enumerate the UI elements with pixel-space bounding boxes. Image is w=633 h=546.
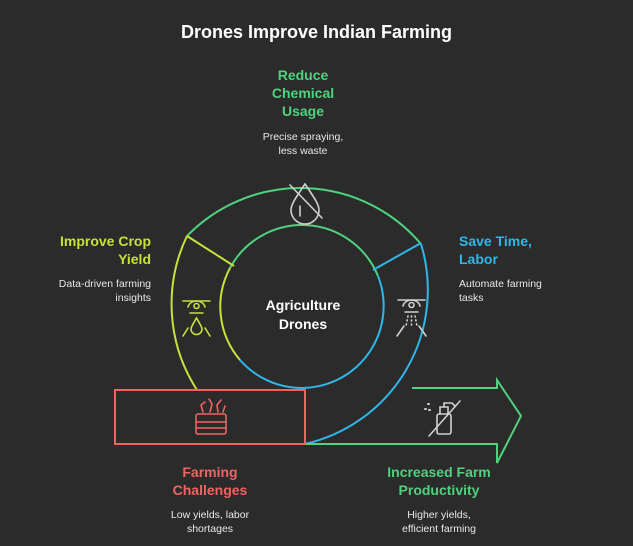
description-line: insights xyxy=(115,292,151,304)
damaged-crop-crate-icon xyxy=(195,398,227,435)
description-line: tasks xyxy=(459,292,484,304)
center-label: Agriculture Drones xyxy=(243,296,363,334)
description-line: shortages xyxy=(186,523,234,535)
productivity-title: Increased Farm Productivity xyxy=(369,463,509,499)
title-line: Yield xyxy=(118,251,151,267)
title-line: Increased Farm xyxy=(387,464,491,480)
improve-yield-description: Data-driven farming insights xyxy=(21,277,151,305)
reduce-chemical-title: Reduce Chemical Usage xyxy=(243,66,363,120)
title-line: Farming xyxy=(182,464,238,480)
title-line: Challenges xyxy=(172,482,248,498)
title-line: Improve Crop xyxy=(59,233,151,249)
description-line: Precise spraying, xyxy=(262,131,344,143)
description-line: less waste xyxy=(278,145,328,157)
no-droplet-icon xyxy=(289,182,323,225)
title-line: Save Time, xyxy=(459,233,532,249)
title-line: Usage xyxy=(281,103,325,119)
inner-circle-green xyxy=(229,224,379,277)
productivity-arrow xyxy=(305,376,523,464)
description-line: Automate farming xyxy=(459,278,542,290)
diagram-title: Drones Improve Indian Farming xyxy=(180,22,453,42)
reduce-chemical-description: Precise spraying, less waste xyxy=(228,130,378,158)
center-label-line: Drones xyxy=(278,316,328,332)
ring-arc-improve xyxy=(170,235,198,391)
challenges-box xyxy=(114,389,306,445)
title-line: Reduce xyxy=(277,67,329,83)
no-spray-bottle-icon xyxy=(424,400,461,437)
inner-circle-yellow xyxy=(219,267,241,361)
description-line: Higher yields, xyxy=(407,509,471,521)
ring-arc-save xyxy=(304,243,429,445)
title-line: Chemical xyxy=(271,85,335,101)
productivity-description: Higher yields, efficient farming xyxy=(369,508,509,536)
farming-challenges-title: Farming Challenges xyxy=(140,463,280,499)
title-line: Labor xyxy=(459,251,498,267)
title-line: Productivity xyxy=(398,482,480,498)
save-time-description: Automate farming tasks xyxy=(459,277,579,305)
drone-spraying-icon xyxy=(396,299,427,337)
center-label-line: Agriculture xyxy=(265,297,341,313)
improve-yield-title: Improve Crop Yield xyxy=(30,232,151,268)
description-line: Low yields, labor xyxy=(170,509,250,521)
ring-arc-reduce xyxy=(186,187,422,245)
divider-right xyxy=(372,242,422,271)
farming-challenges-description: Low yields, labor shortages xyxy=(140,508,280,536)
description-line: efficient farming xyxy=(402,523,476,535)
inner-circle-blue xyxy=(239,275,385,389)
description-line: Data-driven farming xyxy=(58,278,151,290)
save-time-title: Save Time, Labor xyxy=(459,232,579,268)
drone-water-drop-icon xyxy=(182,300,211,337)
divider-left xyxy=(186,235,235,267)
